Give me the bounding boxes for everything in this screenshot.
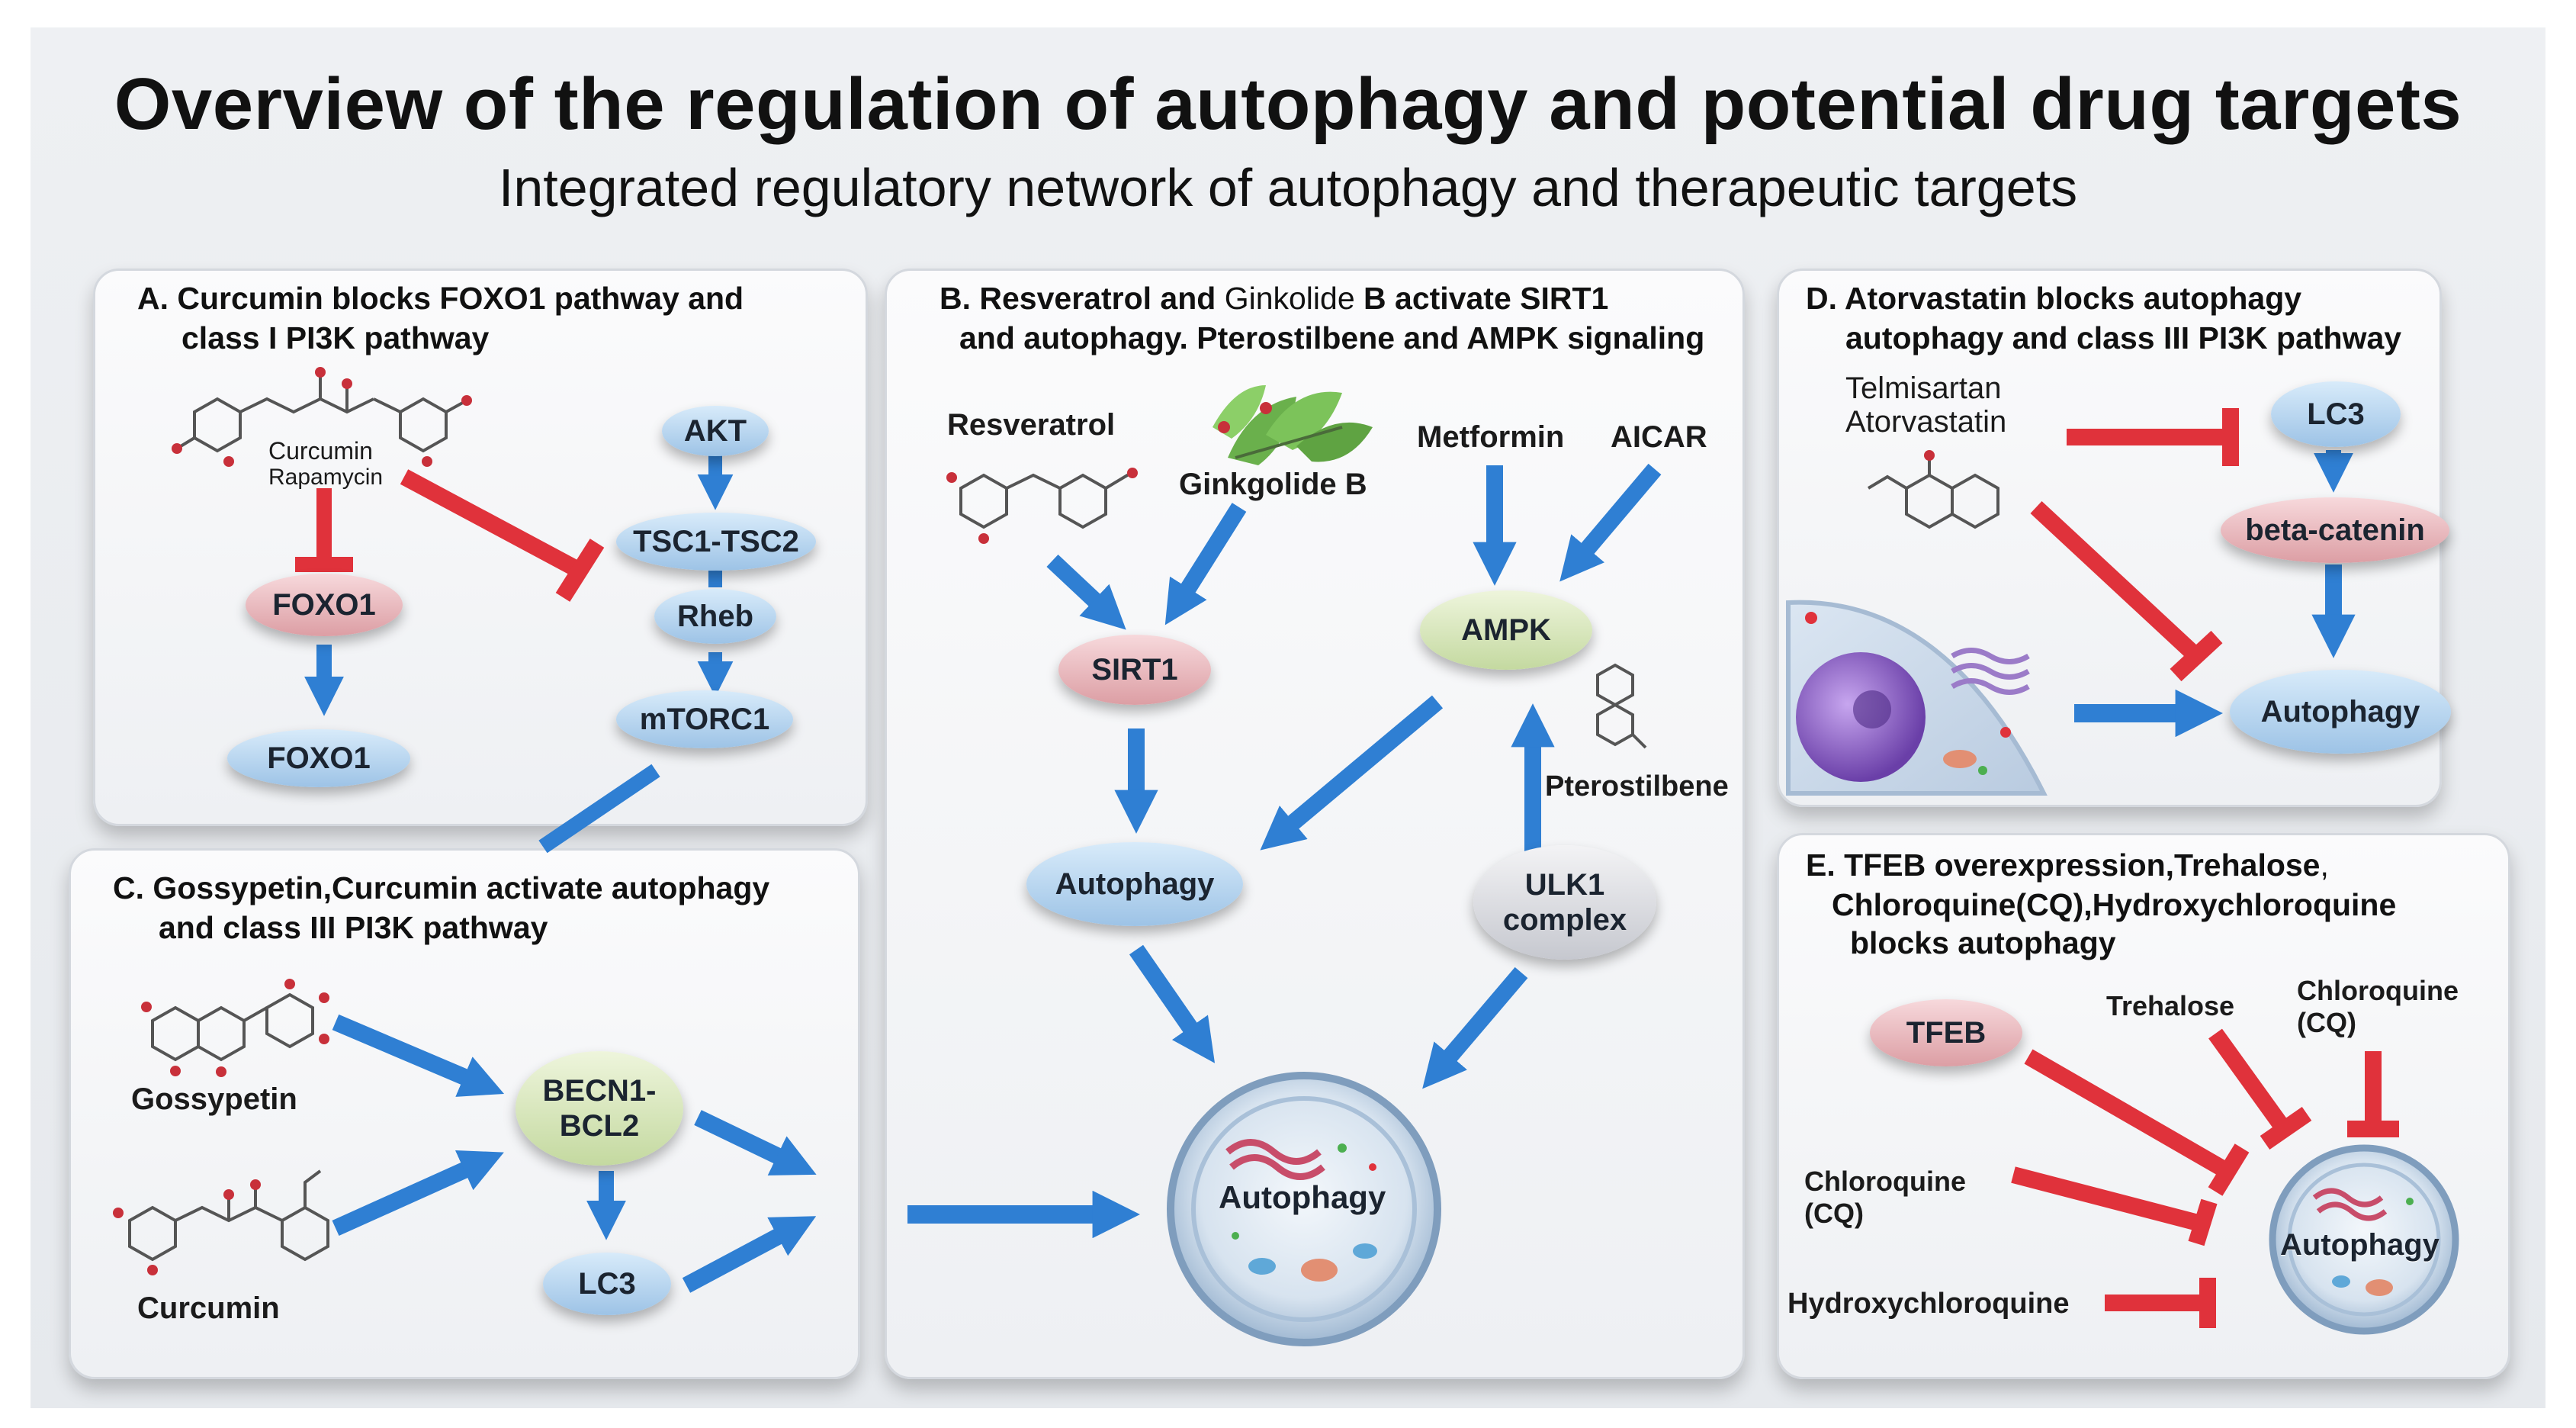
panel-e-inhibitions — [2011, 1028, 2399, 1328]
autophagy-cell-e-icon — [2269, 1144, 2459, 1335]
lc3-node-d: LC3 — [2271, 381, 2401, 447]
cq-left-label-line1: Chloroquine — [1804, 1166, 1966, 1197]
rheb-node: Rheb — [654, 589, 776, 644]
autophagy-cell-b-icon — [1167, 1072, 1441, 1346]
cq-left-label-line2: (CQ) — [1804, 1198, 1864, 1229]
beta-catenin-node: beta-catenin — [2221, 497, 2449, 563]
foxo1-node-bottom: FOXO1 — [227, 729, 410, 787]
main-title: Overview of the regulation of autophagy … — [114, 63, 2462, 145]
panel-b-title-part3: B activate SIRT1 — [1363, 281, 1609, 316]
foxo1-node-top: FOXO1 — [246, 574, 403, 636]
hydroxychloroquine-label: Hydroxychloroquine — [1787, 1288, 2070, 1320]
tfeb-node: TFEB — [1870, 999, 2022, 1066]
panel-e-title-part1: E. TFEB overexpression,Trehalose — [1806, 847, 2321, 883]
panel-e-title-line3: blocks autophagy — [1850, 925, 2116, 960]
panel-b-title-part1: B. Resveratrol and — [940, 281, 1216, 316]
becn1-bcl2-node: BECN1- BCL2 — [516, 1051, 683, 1166]
sirt1-node: SIRT1 — [1058, 635, 1211, 705]
panel-d-arrows — [2074, 450, 2356, 738]
panel-e-title-part2: , — [2320, 847, 2329, 883]
panel-b-title-part2: Ginkolide — [1224, 281, 1355, 316]
tsc1-tsc2-node: TSC1-TSC2 — [616, 513, 816, 571]
panel-e-title-line2: Chloroquine(CQ),Hydroxychloroquine — [1832, 887, 2397, 922]
lc3-node-c: LC3 — [543, 1253, 671, 1315]
panel-a-title-line1: A. Curcumin blocks FOXO1 pathway and — [137, 281, 744, 316]
panel-c-title-line1: C. Gossypetin,Curcumin activate autophag… — [113, 870, 770, 905]
panel-a-inhibitions — [295, 469, 605, 602]
resveratrol-molecule-icon — [946, 468, 1138, 544]
panel-b-title-line1: B. Resveratrol and Ginkolide B activate … — [940, 278, 1608, 318]
trehalose-label: Trehalose — [2106, 990, 2235, 1021]
curcumin-c-molecule-icon — [113, 1169, 329, 1275]
panel-d-title-line2: autophagy and class III PI3K pathway — [1845, 320, 2402, 355]
mtorc1-node: mTORC1 — [616, 690, 793, 748]
ginkgolide-label: Ginkgolide B — [1179, 468, 1367, 501]
panel-a-arrows — [304, 455, 734, 854]
pterostilbene-label: Pterostilbene — [1545, 770, 1729, 802]
gossypetin-molecule-icon — [141, 979, 329, 1077]
subtitle: Integrated regulatory network of autopha… — [498, 158, 2078, 217]
panel-e-title-line1: E. TFEB overexpression,Trehalose, — [1806, 845, 2329, 885]
mtorc1-outgoing-arrow — [538, 764, 660, 854]
ampk-node: AMPK — [1420, 590, 1592, 670]
ulk1-line1: ULK1 — [1524, 868, 1605, 902]
panel-a-title-line2: class I PI3K pathway — [181, 320, 490, 355]
autophagy-node-d: Autophagy — [2230, 670, 2451, 754]
pterostilbene-molecule-icon — [1596, 663, 1647, 749]
autophagy-node-b: Autophagy — [1026, 842, 1243, 926]
atorvastatin-molecule-icon — [1867, 450, 1999, 529]
panel-d-inhibitions — [2030, 408, 2239, 682]
panel-d-title-line1: D. Atorvastatin blocks autophagy — [1806, 281, 2302, 316]
panel-b-arrows — [1046, 463, 1662, 1089]
aicar-label: AICAR — [1611, 420, 1707, 454]
panel-c-title-line2: and class III PI3K pathway — [159, 910, 548, 945]
ulk1-line2: complex — [1502, 903, 1627, 937]
curcumin-label-c: Curcumin — [137, 1291, 280, 1325]
curcumin-molecule-icon — [172, 367, 472, 467]
rapamycin-label-a: Rapamycin — [268, 465, 384, 490]
atorvastatin-label: Atorvastatin — [1845, 405, 2007, 439]
resveratrol-label: Resveratrol — [947, 408, 1116, 442]
cq-top-label-line1: Chloroquine — [2297, 975, 2459, 1006]
autophagy-cell-label-e: Autophagy — [2280, 1228, 2439, 1262]
ginkgolide-leaf-icon — [1213, 385, 1373, 465]
akt-node: AKT — [662, 406, 769, 456]
becn1-line2: BCL2 — [559, 1109, 640, 1143]
becn1-line1: BECN1- — [542, 1074, 657, 1108]
curcumin-label-a: Curcumin — [268, 437, 373, 465]
metformin-label: Metformin — [1417, 420, 1565, 454]
rapamycin-inhibits-tsc — [400, 469, 584, 578]
telmisartan-label: Telmisartan — [1845, 371, 2002, 405]
autophagy-cell-label-b: Autophagy — [1219, 1179, 1386, 1215]
panel-c-arrows — [332, 1014, 1140, 1293]
cq-top-label-line2: (CQ) — [2297, 1007, 2356, 1038]
panel-c — [69, 848, 860, 1379]
gossypetin-label: Gossypetin — [131, 1082, 297, 1116]
panel-b-title-line2: and autophagy. Pterostilbene and AMPK si… — [959, 320, 1705, 355]
ulk1-complex-node: ULK1 complex — [1473, 845, 1656, 960]
cell-organelles-d-icon — [1786, 600, 2048, 796]
